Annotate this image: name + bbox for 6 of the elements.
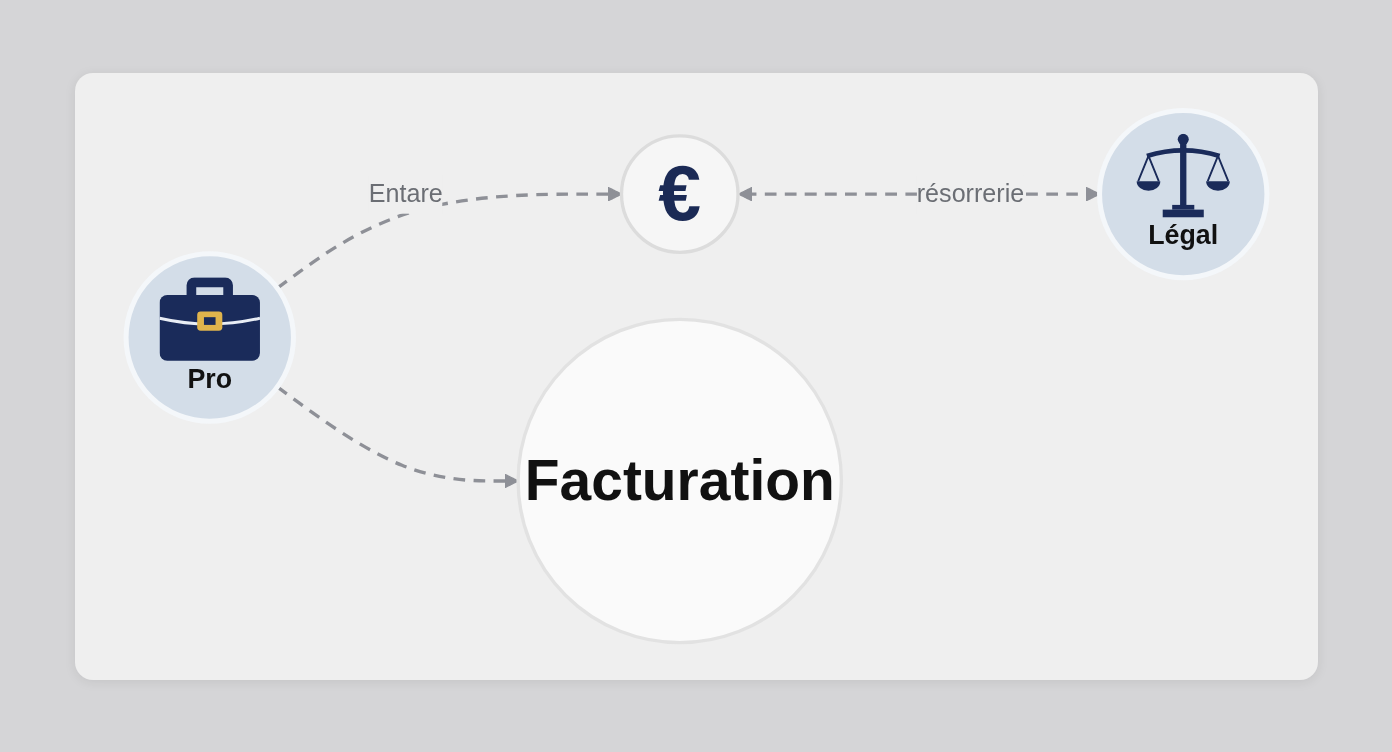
edge-label: Entare xyxy=(368,178,443,208)
node-circle: Légal xyxy=(1097,107,1270,281)
node-circle: € xyxy=(619,134,740,255)
node-circle: Facturation xyxy=(516,317,844,645)
edge-label: résorrerie xyxy=(916,178,1025,208)
node-circle: Pro xyxy=(123,251,296,424)
